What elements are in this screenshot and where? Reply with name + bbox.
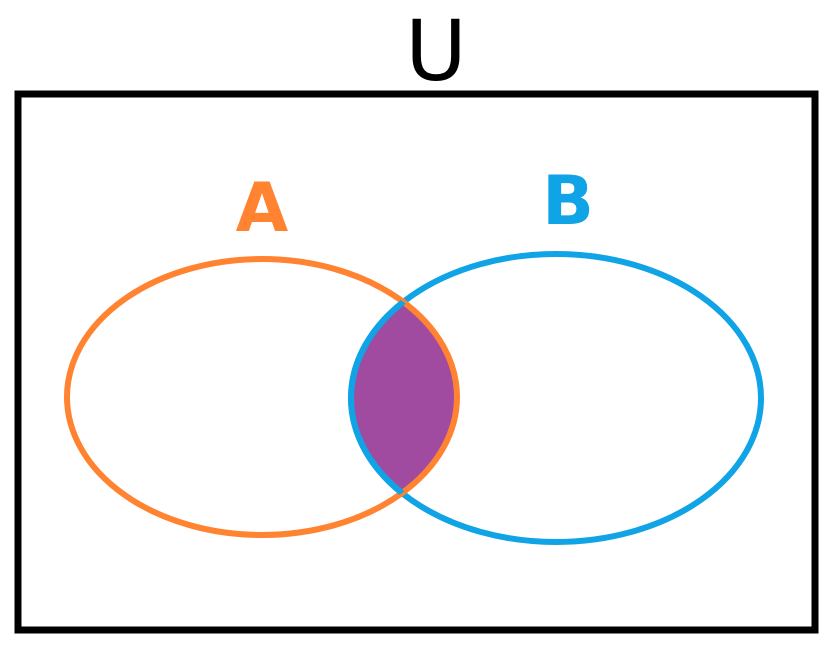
set-a-label: A: [236, 169, 289, 248]
universe-label: U: [405, 2, 466, 100]
set-a-ellipse: [64, 256, 460, 538]
set-b-label: B: [542, 162, 594, 241]
set-b-edge-overlay: [348, 259, 457, 535]
